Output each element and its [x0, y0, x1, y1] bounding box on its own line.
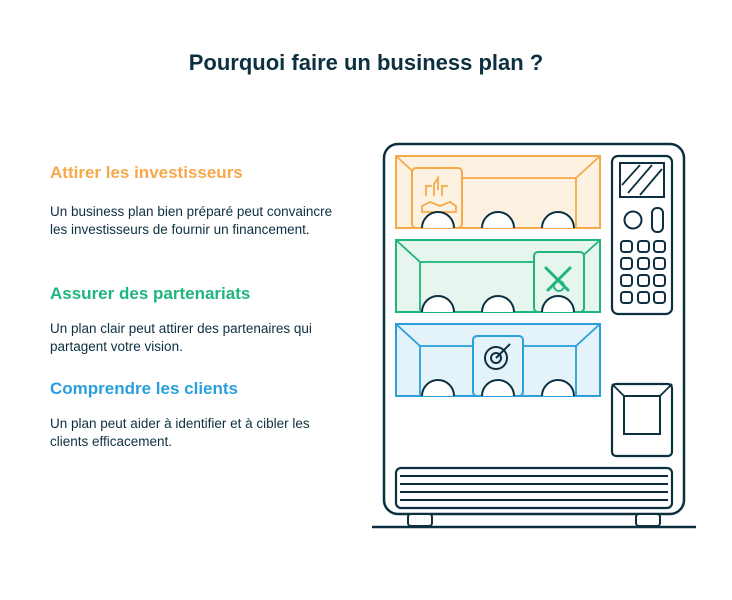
section-partners: Assurer des partenariats Un plan clair p…	[50, 284, 350, 356]
shelf-blue	[395, 323, 601, 397]
section-text: Un business plan bien préparé peut conva…	[50, 204, 333, 237]
control-panel	[610, 154, 674, 316]
section-text: Un plan clair peut attirer des partenair…	[50, 321, 312, 354]
section-clients: Comprendre les clients Un plan peut aide…	[50, 379, 350, 451]
section-heading: Attirer les investisseurs	[50, 163, 243, 182]
section-investors: Attirer les investisseurs Un business pl…	[50, 163, 350, 263]
bottom-grille	[394, 466, 674, 510]
section-heading: Assurer des partenariats	[50, 284, 251, 303]
keypad	[620, 240, 666, 304]
section-text: Un plan peut aider à identifier et à cib…	[50, 416, 310, 449]
shelf-green	[395, 239, 601, 313]
shelf-orange	[395, 155, 601, 229]
machine-foot	[635, 513, 661, 527]
section-heading: Comprendre les clients	[50, 379, 239, 398]
page-title: Pourquoi faire un business plan ?	[188, 50, 544, 75]
machine-foot	[407, 513, 433, 527]
dispense-slot	[610, 382, 674, 458]
